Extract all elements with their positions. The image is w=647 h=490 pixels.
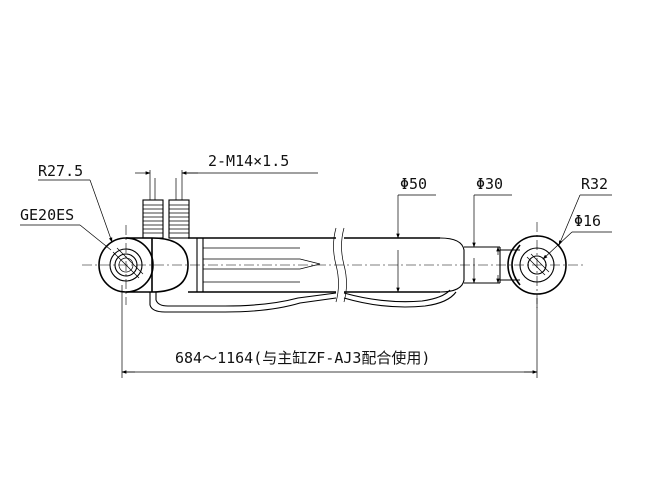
dim-dia30 — [472, 194, 512, 284]
ge20es-label: GE20ES — [20, 206, 74, 224]
dim-dia16 — [542, 231, 612, 260]
r27-5-label: R27.5 — [38, 162, 83, 180]
dim-r27-5 — [38, 179, 113, 243]
dia50-label: Φ50 — [400, 175, 427, 193]
valve-fittings — [142, 188, 190, 239]
thread-label: 2-M14×1.5 — [208, 152, 289, 170]
length-label: 684～1164(与主缸ZF-AJ3配合使用) — [175, 349, 430, 367]
r32-label: R32 — [581, 175, 608, 193]
dim-r32 — [558, 194, 612, 246]
dia16-label: Φ16 — [574, 212, 601, 230]
center-lines — [82, 222, 585, 308]
dim-ge20es — [20, 224, 112, 251]
dim-dia50 — [396, 194, 436, 293]
dia30-label: Φ30 — [476, 175, 503, 193]
external-tube — [149, 289, 457, 313]
dim-thread — [135, 170, 318, 188]
dim-length — [121, 285, 538, 378]
